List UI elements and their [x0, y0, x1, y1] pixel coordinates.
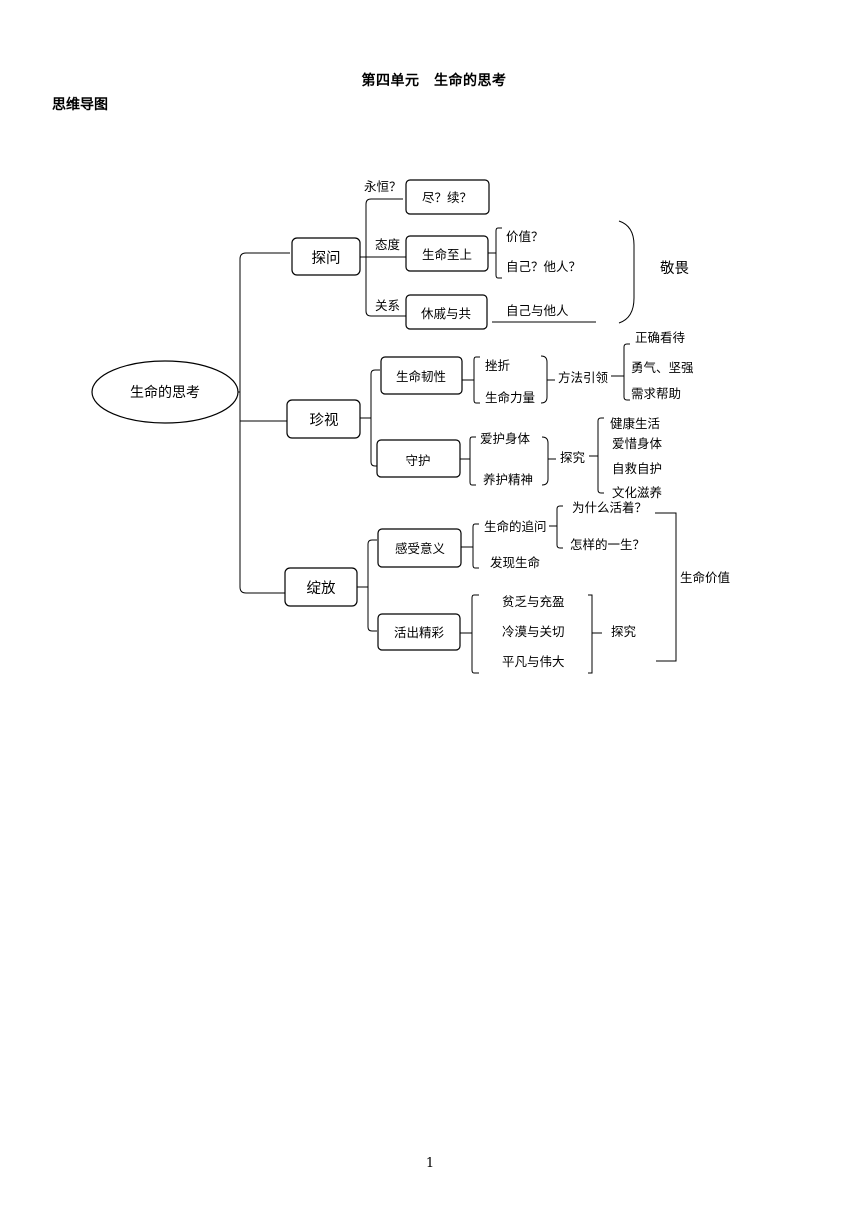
item-culture-nourish: 文化滋养	[612, 485, 662, 500]
branch-label-cherish: 珍视	[310, 412, 339, 429]
branch-node-cherish	[286, 399, 361, 439]
resilience-bracket	[462, 356, 480, 404]
wonderful-close-bracket	[588, 594, 593, 674]
item-life-inquiry: 生命的追问	[484, 519, 547, 534]
resilience-close-bracket	[540, 355, 548, 404]
explore-bracket	[589, 417, 604, 494]
life-first-bracket	[488, 227, 502, 279]
root-label: 生命的思考	[130, 384, 200, 401]
branch-label-explore: 探问	[312, 250, 341, 267]
page-title: 第四单元 生命的思考	[361, 73, 507, 89]
item-courage-strength: 勇气、坚强	[631, 360, 694, 375]
question-eternity: 永恒？	[364, 179, 402, 194]
item-life-power: 生命力量	[485, 390, 535, 405]
life-value-bracket	[656, 512, 677, 662]
branch2-connector	[360, 369, 380, 467]
label-relation: 关系	[375, 298, 400, 313]
item-cold-caring: 冷漠与关切	[502, 624, 565, 639]
summary-life-value: 生命价值	[680, 570, 730, 585]
guard-bracket	[460, 436, 476, 486]
box-life-first-label: 生命至上	[422, 247, 472, 262]
root-connector	[238, 252, 290, 594]
item-what-life: 怎样的一生？	[570, 537, 645, 552]
box-end-continue-label: 尽？续？	[422, 190, 472, 205]
item-why-live: 为什么活着？	[572, 500, 647, 515]
box-live-wonderfully	[377, 613, 461, 651]
box-guard-label: 守护	[405, 453, 430, 468]
awe-brace	[618, 220, 635, 324]
item-discover-life: 发现生命	[490, 555, 541, 570]
branch3-connector	[357, 539, 377, 632]
branch-label-bloom: 绽放	[307, 580, 336, 597]
branch1-connector	[360, 198, 406, 317]
item-cherish-body: 爱惜身体	[612, 436, 663, 451]
summary-awe: 敬畏	[660, 260, 689, 277]
page-number: 1	[425, 1156, 435, 1171]
box-life-resilience	[380, 356, 463, 395]
guard-close-bracket	[541, 436, 549, 486]
item-healthy-living: 健康生活	[610, 416, 660, 431]
meaning-bracket	[461, 523, 479, 569]
label-attitude: 态度	[375, 237, 401, 252]
item-poor-rich: 贫乏与充盈	[502, 594, 565, 609]
item-value: 价值？	[506, 229, 544, 244]
item-self-others: 自己？他人？	[506, 259, 581, 274]
item-view-correctly: 正确看待	[635, 330, 686, 345]
item-self-and-others: 自己与他人	[506, 303, 569, 318]
item-setback: 挫折	[485, 358, 510, 373]
item-nurture-spirit: 养护精神	[483, 472, 533, 487]
section-heading: 思维导图	[52, 97, 108, 113]
box-feel-meaning-label: 感受意义	[395, 541, 446, 556]
box-live-wonderfully-label: 活出精彩	[394, 625, 445, 640]
box-feel-meaning	[377, 528, 462, 568]
box-life-resilience-label: 生命韧性	[396, 369, 446, 384]
item-care-body: 爱护身体	[480, 431, 531, 446]
box-shared-fate	[405, 294, 488, 330]
mind-map: 生命的思考 探问 永恒？ 尽？续？ 态度 生命至上 价值？ 自己？他人？ 关系 …	[91, 179, 730, 674]
wonderful-bracket	[460, 594, 479, 674]
label-explore-guard: 探究	[560, 450, 586, 465]
item-self-rescue: 自救自护	[612, 461, 662, 476]
method-bracket	[611, 343, 630, 401]
label-method-guide: 方法引领	[558, 370, 609, 385]
item-seek-help: 需求帮助	[631, 386, 681, 401]
label-explore-bloom: 探究	[611, 624, 637, 639]
item-ordinary-great: 平凡与伟大	[502, 654, 565, 669]
box-end-continue	[405, 179, 490, 215]
inquiry-bracket	[549, 505, 563, 549]
box-shared-fate-label: 休戚与共	[421, 306, 471, 321]
